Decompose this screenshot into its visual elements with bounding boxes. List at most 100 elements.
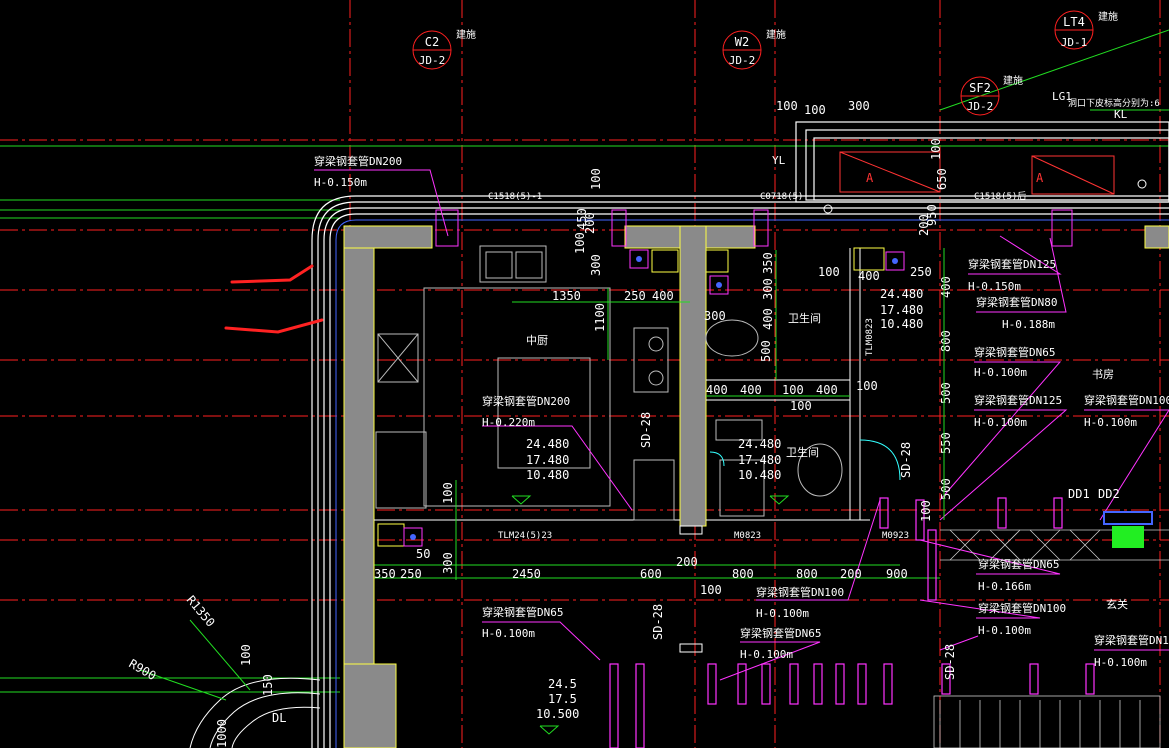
dim: 550 bbox=[939, 432, 953, 454]
interior-walls bbox=[374, 248, 870, 521]
level-stacks: 24.480 17.480 10.480 24.480 17.480 10.48… bbox=[526, 287, 923, 721]
dim: 100 bbox=[929, 138, 943, 160]
pipe-elev: H-0.100m bbox=[978, 624, 1031, 637]
drain-tag: SD-28 bbox=[899, 442, 913, 478]
level-value: 10.480 bbox=[526, 468, 569, 482]
dim: 350 bbox=[374, 567, 396, 581]
dimension-lines bbox=[455, 248, 945, 580]
dim: 500 bbox=[939, 478, 953, 500]
dim: 800 bbox=[732, 567, 754, 581]
room-name-study: 书房 bbox=[1092, 368, 1114, 381]
green-hatch bbox=[1112, 526, 1144, 548]
extension-lines bbox=[0, 29, 1169, 693]
dim: 100 bbox=[776, 99, 798, 113]
pipe-note: 穿梁钢套管DN100 bbox=[1084, 393, 1169, 407]
axis-bubble-id: SF2 bbox=[969, 81, 991, 95]
axis-bubble-note: 建施 bbox=[766, 28, 786, 41]
dim: 250 bbox=[910, 265, 932, 279]
dim: 500 bbox=[759, 340, 773, 362]
window-tag: C1518(5)后 bbox=[974, 191, 1026, 202]
axis-bubble-sf2[interactable]: SF2 JD-2 建施 bbox=[960, 74, 1023, 116]
level-value: 17.480 bbox=[880, 303, 923, 317]
dim: 100 bbox=[782, 383, 804, 397]
dim: 200 bbox=[676, 555, 698, 569]
pipe-elev: H-0.100m bbox=[974, 416, 1027, 429]
dim: 450 bbox=[575, 208, 589, 230]
pipe-note: 穿梁钢套管DN125 bbox=[974, 393, 1062, 407]
misc-tags: DD1 DD2 DL R1350 R900 bbox=[127, 487, 1120, 725]
level-value: 24.5 bbox=[548, 677, 577, 691]
axis-bubble-note: 建施 bbox=[1098, 10, 1118, 23]
dim: 100 bbox=[573, 232, 587, 254]
pipe-elev: H-0.150m bbox=[968, 280, 1021, 293]
dim: 100 bbox=[804, 103, 826, 117]
top-note-lg1: LG1 bbox=[1052, 90, 1072, 103]
level-value: 10.480 bbox=[880, 317, 923, 331]
markup-strokes bbox=[224, 264, 324, 334]
tag-dl: DL bbox=[272, 711, 286, 725]
windows: A A C1518(5)-1 C0718(5) C1518(5)后 bbox=[488, 151, 1147, 214]
dimension-labels: 100 300 100 100 650 950 200 100 450 100 … bbox=[215, 99, 953, 748]
pipe-shafts bbox=[377, 247, 885, 547]
room-name-bath1: 卫生间 bbox=[788, 311, 821, 325]
tag-dd1: DD1 bbox=[1068, 487, 1090, 501]
dim: 350 bbox=[761, 252, 775, 274]
radius-leaders bbox=[139, 619, 251, 701]
dim: 100 bbox=[700, 583, 722, 597]
top-note-kl: KL bbox=[1114, 108, 1128, 121]
axis-bubble-sub: JD-2 bbox=[967, 100, 994, 113]
pipe-elev: H-0.100m bbox=[482, 627, 535, 640]
curved-wall bbox=[189, 677, 321, 748]
tag-r900: R900 bbox=[127, 656, 159, 683]
dim: 100 bbox=[856, 379, 878, 393]
axis-bubble-w2[interactable]: W2 JD-2 建施 bbox=[722, 28, 786, 70]
yl-label: YL bbox=[772, 154, 786, 167]
pipe-sleeve-notes: 穿梁钢套管DN200 H-0.150m 穿梁钢套管DN200 H-0.220m … bbox=[314, 154, 1169, 669]
dim: 250 bbox=[400, 567, 422, 581]
dim: 100 bbox=[441, 482, 455, 504]
drain-tags: SD-28 SD-28 SD-28 SD-28 bbox=[639, 412, 957, 680]
level-value: 10.480 bbox=[738, 468, 781, 482]
pipe-elev: H-0.220m bbox=[482, 416, 535, 429]
level-triangles bbox=[511, 495, 790, 735]
dim: 1100 bbox=[593, 303, 607, 332]
dim: 800 bbox=[796, 567, 818, 581]
level-value: 17.5 bbox=[548, 692, 577, 706]
door-tags: TLM24(5)23 M0823 M0923 TLM0823 bbox=[498, 318, 909, 541]
dim: 300 bbox=[848, 99, 870, 113]
dim: 1000 bbox=[215, 719, 229, 748]
dim: 400 bbox=[706, 383, 728, 397]
pipe-note: 穿梁钢套管DN100 bbox=[978, 601, 1066, 615]
dim: 200 bbox=[840, 567, 862, 581]
level-value: 17.480 bbox=[526, 453, 569, 467]
pipe-elev: H-0.188m bbox=[1002, 318, 1055, 331]
pipe-note: 穿梁钢套管DN125 bbox=[968, 257, 1056, 271]
dim: 400 bbox=[858, 269, 880, 283]
dim: 300 bbox=[761, 278, 775, 300]
dim: 300 bbox=[589, 254, 603, 276]
pipe-elev: H-0.100m bbox=[1084, 416, 1137, 429]
pipe-note: 穿梁钢套管DN80 bbox=[976, 295, 1058, 309]
door-tag: M0823 bbox=[734, 531, 761, 541]
exterior-wall bbox=[311, 121, 1169, 748]
dim: 250 bbox=[624, 289, 646, 303]
dim: 200 bbox=[583, 212, 597, 234]
pipe-note: 穿梁钢套管DN65 bbox=[978, 557, 1060, 571]
drain-ticks bbox=[609, 497, 1095, 748]
pipe-elev: H-0.100m bbox=[740, 648, 793, 661]
dim: 500 bbox=[939, 382, 953, 404]
axis-bubble-c2[interactable]: C2 JD-2 建施 bbox=[412, 28, 476, 70]
pipe-elev: H-0.100m bbox=[974, 366, 1027, 379]
dim: 1350 bbox=[552, 289, 581, 303]
dim: 400 bbox=[761, 308, 775, 330]
axis-bubble-lt4[interactable]: LT4 JD-1 建施 bbox=[1054, 10, 1118, 50]
pipe-elev: H-0.150m bbox=[314, 176, 367, 189]
dim: 650 bbox=[935, 168, 949, 190]
pipe-note: 穿梁钢套管DN65 bbox=[740, 626, 822, 640]
drain-tag: SD-28 bbox=[639, 412, 653, 448]
hatched-beam bbox=[933, 529, 1169, 748]
axis-bubble-sub: JD-1 bbox=[1061, 36, 1088, 49]
